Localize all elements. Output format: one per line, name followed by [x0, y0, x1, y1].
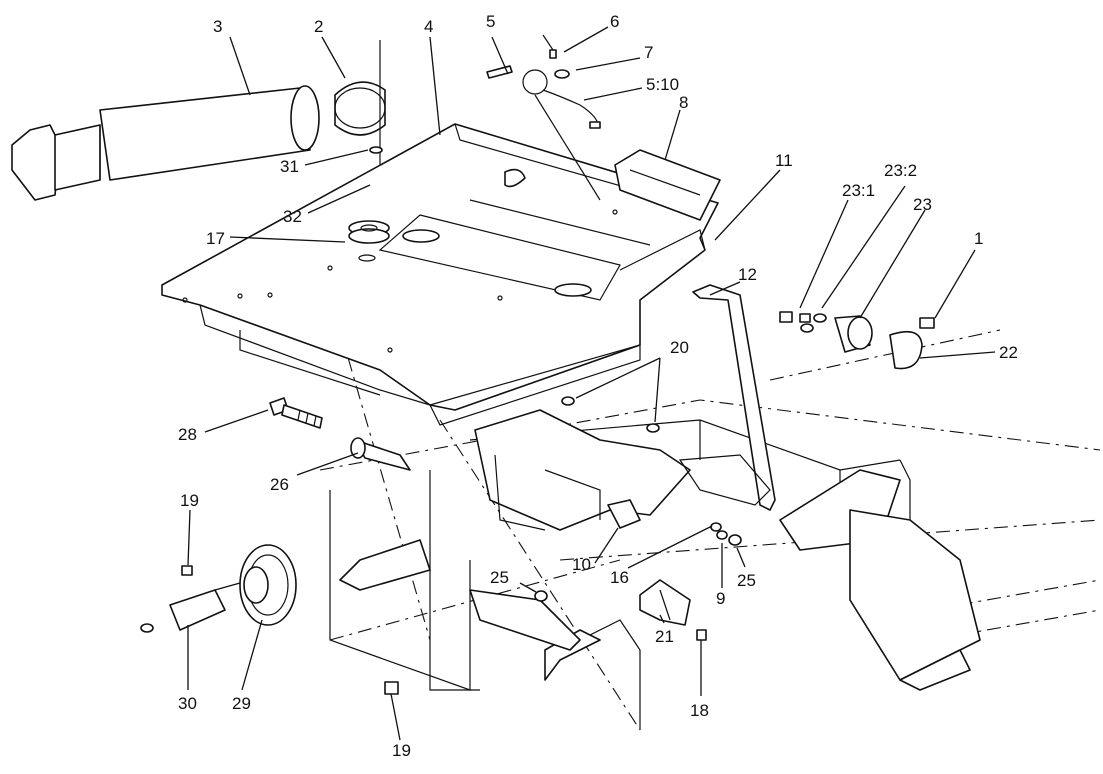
part-12-rod [692, 284, 776, 511]
callout-20: 20 [670, 338, 689, 357]
callout-30: 30 [178, 694, 197, 713]
callout-7: 7 [644, 43, 653, 62]
callout-32: 32 [283, 207, 302, 226]
callout-29: 29 [232, 694, 251, 713]
callout-3: 3 [213, 17, 222, 36]
part-8-bracket [614, 149, 721, 221]
part-22-clamp [889, 330, 923, 370]
part-3-tube [11, 85, 320, 201]
part-6-bolt [542, 34, 557, 59]
callout-12: 12 [738, 265, 757, 284]
part-29-pulley [239, 544, 297, 626]
frame-structure [329, 419, 981, 730]
callout-23: 23 [913, 195, 932, 214]
callout-leaders [187, 26, 996, 741]
callout-21: 21 [655, 627, 674, 646]
part-31-washer [369, 146, 383, 154]
callout-31: 31 [280, 157, 299, 176]
part-10-bracket [474, 409, 771, 531]
callout-22: 22 [999, 343, 1018, 362]
callout-18: 18 [690, 701, 709, 720]
part-19-bolt [181, 565, 399, 695]
callout-17: 17 [206, 229, 225, 248]
callout-25-right: 25 [737, 571, 756, 590]
part-30-plate [140, 582, 241, 633]
part-16-washer [710, 522, 722, 532]
part-4-deck-plate [161, 123, 719, 426]
part-23-1-screw [779, 311, 811, 323]
callout-26: 26 [270, 475, 289, 494]
part-5-10-lanyard [542, 89, 601, 129]
callout-10: 10 [572, 555, 591, 574]
callout-labels: 3 2 4 5 6 7 5:10 8 11 23:2 23:1 23 1 12 … [178, 12, 1018, 760]
callout-16: 16 [610, 568, 629, 587]
part-21-switch [639, 579, 691, 626]
callout-25-left: 25 [490, 568, 509, 587]
part-23-bushing [834, 315, 873, 353]
callout-11: 11 [775, 151, 793, 170]
callout-23-2: 23:2 [884, 161, 917, 180]
callout-19-upper: 19 [180, 491, 199, 510]
part-1-screw [919, 317, 935, 329]
part-18-screw [696, 629, 707, 641]
part-28-bolt [269, 397, 323, 429]
part-25-nut [534, 534, 742, 602]
callout-6: 6 [610, 12, 619, 31]
callout-9: 9 [716, 589, 725, 608]
part-23-2-washer [800, 313, 827, 333]
part-9-bolt [716, 530, 728, 540]
part-7-washer [554, 69, 570, 79]
callout-2: 2 [314, 17, 323, 36]
part-26-spacer [350, 437, 411, 471]
callout-4: 4 [424, 17, 433, 36]
part-17-grommet [348, 220, 390, 262]
part-20-nut [561, 396, 660, 433]
callout-23-1: 23:1 [842, 181, 875, 200]
callout-19-lower: 19 [392, 741, 411, 760]
callout-5: 5 [486, 12, 495, 31]
callout-1: 1 [974, 229, 983, 248]
callout-8: 8 [679, 93, 688, 112]
callout-5-10: 5:10 [646, 75, 679, 94]
callout-28: 28 [178, 425, 197, 444]
